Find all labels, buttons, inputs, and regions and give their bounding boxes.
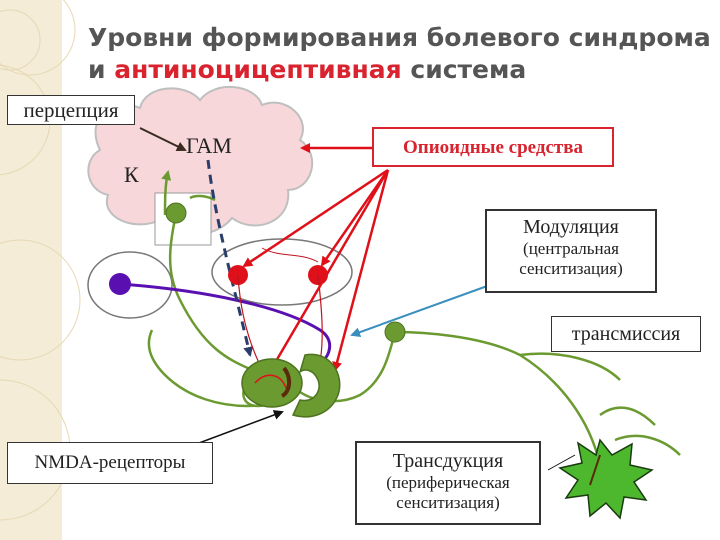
title-line-2-suffix: система <box>401 55 527 84</box>
nmda-label: NMDA-рецепторы <box>7 442 213 484</box>
nmda-receptor-shape <box>291 353 341 418</box>
transduction-box: Трансдукция (периферическая сенситизация… <box>355 441 541 525</box>
nociceptor-star <box>558 438 654 520</box>
title-line-2-accent: антиноцицептивная <box>114 55 402 84</box>
brain-cloud <box>87 86 314 236</box>
postsynaptic-spine <box>241 358 303 408</box>
synaptic-cleft <box>280 366 291 398</box>
title-line-2: и антиноцицептивная система <box>88 54 713 86</box>
gam-label: ГАМ <box>186 133 232 158</box>
central-ellipse <box>211 238 353 306</box>
opioid-action-arrows <box>242 168 390 372</box>
transduction-tick <box>547 454 576 471</box>
red-axon-left <box>237 274 261 366</box>
title-line-2-prefix: и <box>88 55 115 84</box>
opioids-label: Опиоидные средства <box>372 127 614 167</box>
green-neuron-cortex <box>165 202 187 224</box>
title-line-1: Уровни формирования болевого синдрома <box>88 23 711 52</box>
modulation-arrow <box>350 284 491 337</box>
modulation-subtitle: (центральная сенситизация) <box>519 239 623 278</box>
spine-signal <box>254 374 287 389</box>
descending-dashed-pathway <box>206 159 254 357</box>
modulation-title: Модуляция <box>523 216 619 238</box>
perception-label: перцепция <box>7 95 135 125</box>
page-title: Уровни формирования болевого синдрома и … <box>88 22 713 86</box>
purple-axon <box>119 282 332 364</box>
modulation-box: Модуляция (центральная сенситизация) <box>485 209 657 293</box>
transmission-label: трансмиссия <box>551 316 701 352</box>
star-signal <box>589 454 601 486</box>
purple-neuron <box>109 273 131 295</box>
transduction-subtitle: (периферическая сенситизация) <box>386 473 510 512</box>
transduction-title: Трансдукция <box>392 450 504 472</box>
green-neuron-transmission <box>384 321 406 343</box>
perception-arrow <box>139 127 187 151</box>
green-neuron-pathways <box>147 170 681 466</box>
k-label: К <box>124 162 139 187</box>
